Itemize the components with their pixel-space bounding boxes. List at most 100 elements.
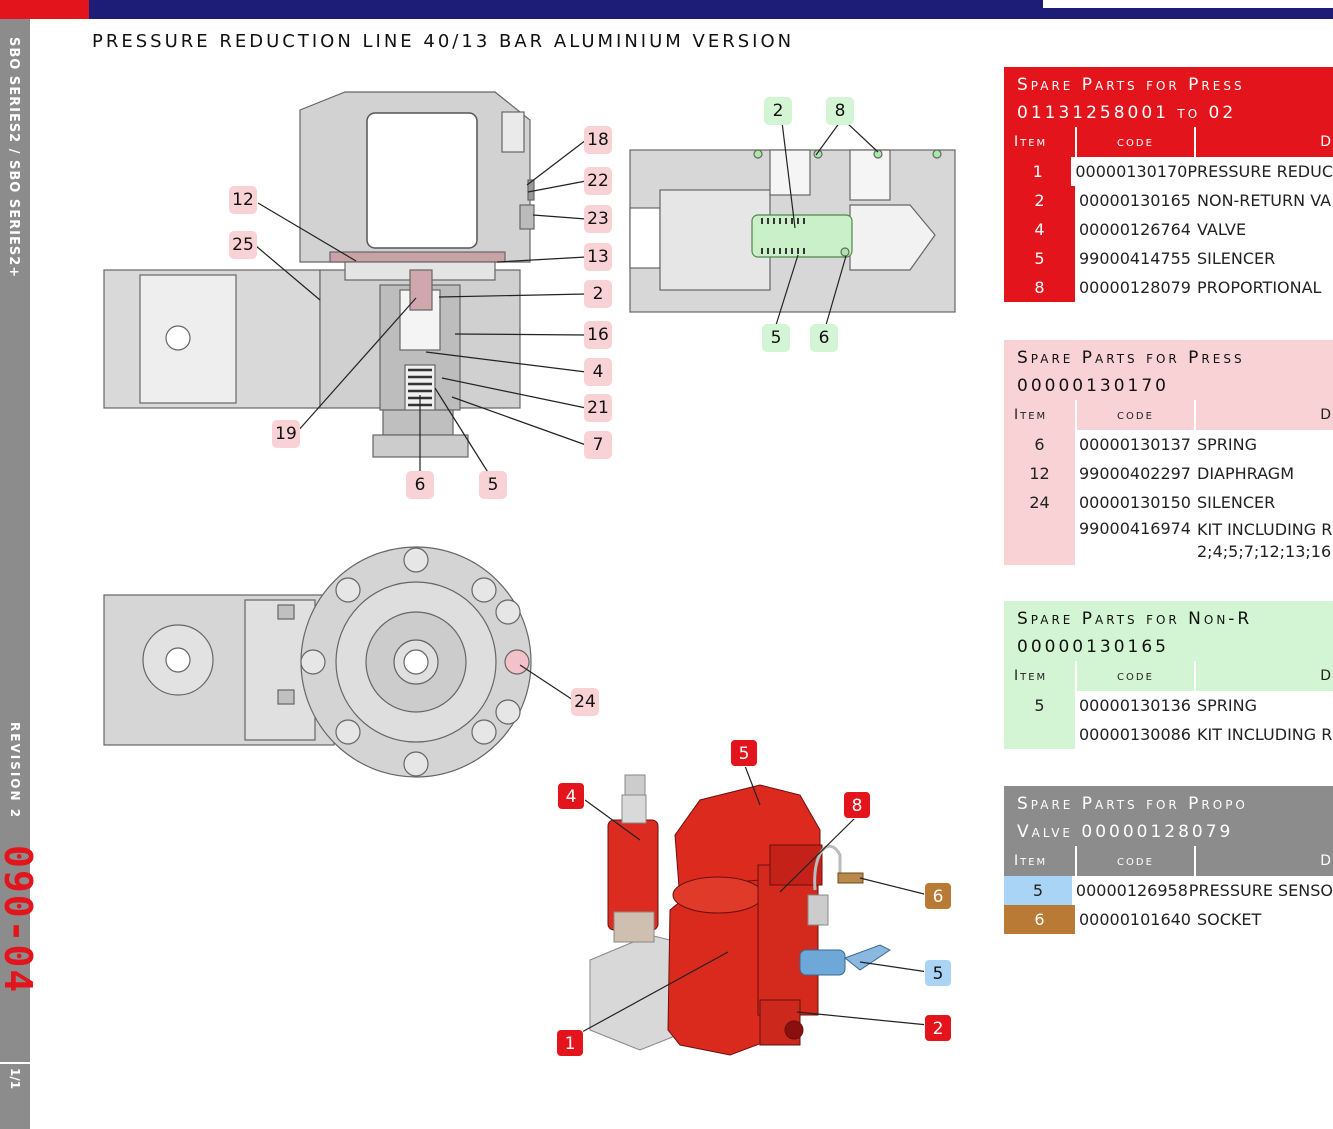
row-item: 2 (1004, 186, 1075, 215)
callout-valve-detail-2: 2 (764, 97, 792, 125)
row-item: 24 (1004, 488, 1075, 517)
col-item: Item (1004, 846, 1075, 876)
row-code: 00000130137 (1079, 435, 1191, 454)
table-title: Spare Parts for Press (1017, 348, 1245, 368)
callout-section-view-13: 13 (584, 243, 612, 271)
table-column-headers: Item code D (1004, 400, 1333, 430)
parts-table-proportional-valve-header: Spare Parts for Propo Valve 00000128079 (1004, 786, 1333, 846)
row-code: 00000130136 (1079, 696, 1191, 715)
table-column-headers: Item code D (1004, 127, 1333, 157)
top-view-leader (519, 664, 574, 701)
row-desc: SOCKET (1197, 910, 1262, 929)
table-title: Spare Parts for Propo (1017, 794, 1248, 814)
assembly-photo-leaders (581, 765, 929, 1033)
parts-table-non-return-header: Spare Parts for Non-R 00000130165 (1004, 601, 1333, 661)
page-number: 1/1 (8, 1068, 22, 1090)
series-label: SBO SERIES2 / SBO SERIES2+ (6, 37, 21, 279)
callout-photo-5: 5 (924, 959, 952, 987)
technical-drawings (103, 91, 956, 1056)
table-title: Spare Parts for Press (1017, 75, 1245, 95)
page-number-box (0, 1062, 30, 1129)
row-code: 00000101640 (1079, 910, 1191, 929)
callout-photo-1: 1 (556, 1029, 584, 1057)
table-title: Spare Parts for Non-R (1017, 609, 1253, 629)
row-code: 00000126958 (1075, 881, 1188, 900)
callout-section-view-12: 12 (229, 186, 257, 214)
row-item: 12 (1004, 459, 1075, 488)
col-item: Item (1004, 400, 1075, 430)
top-banner (0, 0, 1333, 19)
callout-valve-detail-6: 6 (810, 324, 838, 352)
row-desc: PRESSURE SENSO (1188, 881, 1333, 900)
callout-photo-6: 6 (924, 882, 952, 910)
col-desc: D (1196, 127, 1333, 157)
page-code: 090-04 (0, 845, 40, 995)
table-column-headers: Item code D (1004, 661, 1333, 691)
parts-table-non-return: Spare Parts for Non-R 00000130165 Item c… (1004, 601, 1333, 749)
left-sidebar (0, 19, 30, 1129)
top-banner-white-block (1043, 0, 1333, 8)
callout-section-view-4: 4 (584, 358, 612, 386)
row-desc: SPRING (1197, 696, 1258, 715)
col-item: Item (1004, 127, 1075, 157)
row-desc: VALVE (1197, 220, 1247, 239)
valve-detail-drawing (629, 149, 956, 313)
table-column-headers: Item code D (1004, 846, 1333, 876)
callout-photo-2: 2 (924, 1014, 952, 1042)
row-desc: SILENCER (1197, 493, 1276, 512)
row-item: 4 (1004, 215, 1075, 244)
top-view-drawing (103, 546, 532, 778)
callout-section-view-21: 21 (584, 394, 612, 422)
row-item (1004, 720, 1075, 749)
row-code: 00000130165 (1079, 191, 1191, 210)
callout-valve-detail-5: 5 (762, 324, 790, 352)
parts-table-line-header: Spare Parts for Press 01131258001 to 02 (1004, 67, 1333, 127)
row-desc: DIAPHRAGM (1197, 464, 1294, 483)
callout-section-view-16: 16 (584, 321, 612, 349)
row-code: 00000130170 (1075, 162, 1188, 181)
row-desc: PRESSURE REDUC (1187, 162, 1333, 181)
parts-table-proportional-valve: Spare Parts for Propo Valve 00000128079 … (1004, 786, 1333, 934)
table-subtitle: 00000130165 (1017, 637, 1169, 657)
callout-section-view-7: 7 (584, 431, 612, 459)
top-banner-red-block (0, 0, 89, 19)
section-view-leaders (255, 139, 587, 475)
callout-section-view-23: 23 (584, 205, 612, 233)
row-item: 8 (1004, 273, 1075, 302)
section-view-drawing (103, 91, 535, 458)
col-code: code (1076, 400, 1195, 430)
row-code: 99000402297 (1079, 464, 1191, 483)
row-item: 6 (1004, 905, 1075, 934)
col-code: code (1076, 846, 1195, 876)
parts-table-reducer: Spare Parts for Press 00000130170 Item c… (1004, 340, 1333, 565)
callout-section-view-22: 22 (584, 167, 612, 195)
page-title: PRESSURE REDUCTION LINE 40/13 BAR ALUMIN… (92, 31, 795, 52)
callout-section-view-25: 25 (229, 231, 257, 259)
callout-photo-5: 5 (730, 739, 758, 767)
row-code: 99000416974 (1079, 519, 1191, 538)
callout-section-view-18: 18 (584, 126, 612, 154)
row-code: 00000126764 (1079, 220, 1191, 239)
row-desc-line2: 2;4;5;7;12;13;16 (1197, 542, 1332, 561)
col-desc: D (1196, 400, 1333, 430)
col-desc: D (1196, 661, 1333, 691)
col-item: Item (1004, 661, 1075, 691)
row-item: 5 (1004, 876, 1072, 905)
revision-label: REVISION 2 (8, 722, 22, 820)
callout-valve-detail-8: 8 (826, 97, 854, 125)
row-code: 00000130086 (1079, 725, 1191, 744)
row-desc: PROPORTIONAL (1197, 278, 1322, 297)
table-subtitle: 01131258001 to 02 (1017, 103, 1237, 123)
table-subtitle: 00000130170 (1017, 376, 1169, 396)
